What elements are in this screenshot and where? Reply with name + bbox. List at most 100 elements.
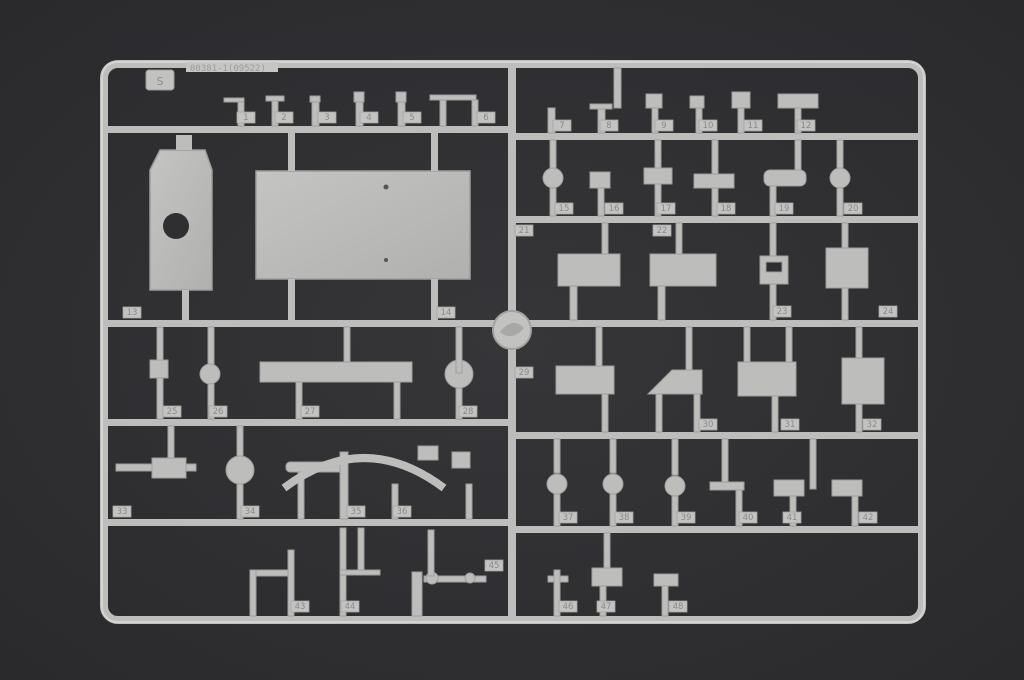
- part-number-text: 41: [787, 513, 798, 523]
- part-number-13: 13: [122, 306, 142, 319]
- part-number-1: 1: [236, 111, 256, 124]
- part-number-10: 10: [698, 119, 718, 132]
- part-number-33: 33: [112, 505, 132, 518]
- part-number-text: 23: [777, 307, 788, 317]
- part-number-text: 45: [489, 561, 500, 571]
- part-number-41: 41: [782, 511, 802, 524]
- part-number-text: 7: [559, 121, 564, 131]
- sprue-letter-tag: S: [145, 69, 175, 91]
- part-number-text: 1: [243, 113, 248, 123]
- part-number-3: 3: [317, 111, 337, 124]
- part-number-text: 19: [779, 204, 790, 214]
- part-number-text: 47: [601, 602, 612, 612]
- part-number-19: 19: [774, 202, 794, 215]
- part-number-24: 24: [878, 305, 898, 318]
- part-number-40: 40: [738, 511, 758, 524]
- part-number-text: 29: [519, 368, 530, 378]
- part-number-27: 27: [300, 405, 320, 418]
- part-number-text: 5: [409, 113, 414, 123]
- part-number-text: 40: [743, 513, 754, 523]
- part-number-text: 44: [345, 602, 356, 612]
- part-number-text: 37: [563, 513, 574, 523]
- parts-row-43-48: [249, 527, 679, 617]
- part-number-46: 46: [558, 600, 578, 613]
- part-number-text: 4: [366, 113, 371, 123]
- part-number-32: 32: [862, 418, 882, 431]
- part-number-22: 22: [652, 224, 672, 237]
- part-13-box: [149, 135, 213, 320]
- part-number-text: 2: [281, 113, 286, 123]
- part-number-text: 38: [619, 513, 630, 523]
- parts-row-25-28: [149, 326, 474, 420]
- part-number-text: 43: [295, 602, 306, 612]
- parts-row-15-20: [542, 139, 851, 217]
- part-number-text: 21: [519, 226, 530, 236]
- part-number-7: 7: [552, 119, 572, 132]
- part-number-text: 35: [351, 507, 362, 517]
- part-number-text: 13: [127, 308, 138, 318]
- part-number-23: 23: [772, 305, 792, 318]
- part-number-28: 28: [458, 405, 478, 418]
- part-number-text: 12: [801, 121, 812, 131]
- part-number-30: 30: [698, 418, 718, 431]
- part-number-21: 21: [514, 224, 534, 237]
- part-number-11: 11: [743, 119, 763, 132]
- part-number-26: 26: [208, 405, 228, 418]
- part-number-25: 25: [162, 405, 182, 418]
- part-number-text: 3: [324, 113, 329, 123]
- part-number-18: 18: [716, 202, 736, 215]
- part-number-text: 27: [305, 407, 316, 417]
- left-runners: [108, 126, 508, 526]
- part-number-text: 25: [167, 407, 178, 417]
- part-number-39: 39: [676, 511, 696, 524]
- part-14-panel: [255, 133, 471, 320]
- part-number-45: 45: [484, 559, 504, 572]
- part-number-29: 29: [514, 366, 534, 379]
- part-number-text: 36: [397, 507, 408, 517]
- part-number-text: 48: [673, 602, 684, 612]
- svg-text:S: S: [157, 75, 164, 88]
- part-number-text: 18: [721, 204, 732, 214]
- sprue-hub: [492, 310, 532, 350]
- part-number-6: 6: [476, 111, 496, 124]
- part-number-text: 31: [785, 420, 796, 430]
- part-number-text: 11: [748, 121, 759, 131]
- part-number-text: 24: [883, 307, 894, 317]
- parts-row-29-32: [555, 326, 885, 433]
- part-number-text: 14: [441, 308, 452, 318]
- part-number-36: 36: [392, 505, 412, 518]
- part-number-text: 8: [606, 121, 611, 131]
- right-runners: [516, 133, 918, 533]
- part-number-text: 34: [245, 507, 256, 517]
- part-number-text: 30: [703, 420, 714, 430]
- part-number-text: 10: [703, 121, 714, 131]
- part-number-20: 20: [843, 202, 863, 215]
- parts-row-7-12: [547, 67, 819, 134]
- part-number-14: 14: [436, 306, 456, 319]
- parts-row-1-6: [223, 91, 479, 127]
- part-number-text: 46: [563, 602, 574, 612]
- part-number-text: 28: [463, 407, 474, 417]
- part-number-8: 8: [599, 119, 619, 132]
- part-number-43: 43: [290, 600, 310, 613]
- part-number-text: 20: [848, 204, 859, 214]
- part-number-34: 34: [240, 505, 260, 518]
- part-number-text: 9: [661, 121, 666, 131]
- part-number-9: 9: [654, 119, 674, 132]
- sprue-code-label: 00381-1(09522): [186, 62, 278, 74]
- part-number-text: 32: [867, 420, 878, 430]
- part-number-2: 2: [274, 111, 294, 124]
- part-number-16: 16: [604, 202, 624, 215]
- sprue-frame-highlight: [101, 61, 925, 623]
- part-number-37: 37: [558, 511, 578, 524]
- svg-text:00381-1(09522): 00381-1(09522): [190, 64, 266, 74]
- part-number-47: 47: [596, 600, 616, 613]
- part-number-text: 22: [657, 226, 668, 236]
- part-number-35: 35: [346, 505, 366, 518]
- part-number-text: 42: [863, 513, 874, 523]
- part-number-text: 6: [483, 113, 488, 123]
- part-number-38: 38: [614, 511, 634, 524]
- parts-row-21-24: [557, 222, 869, 321]
